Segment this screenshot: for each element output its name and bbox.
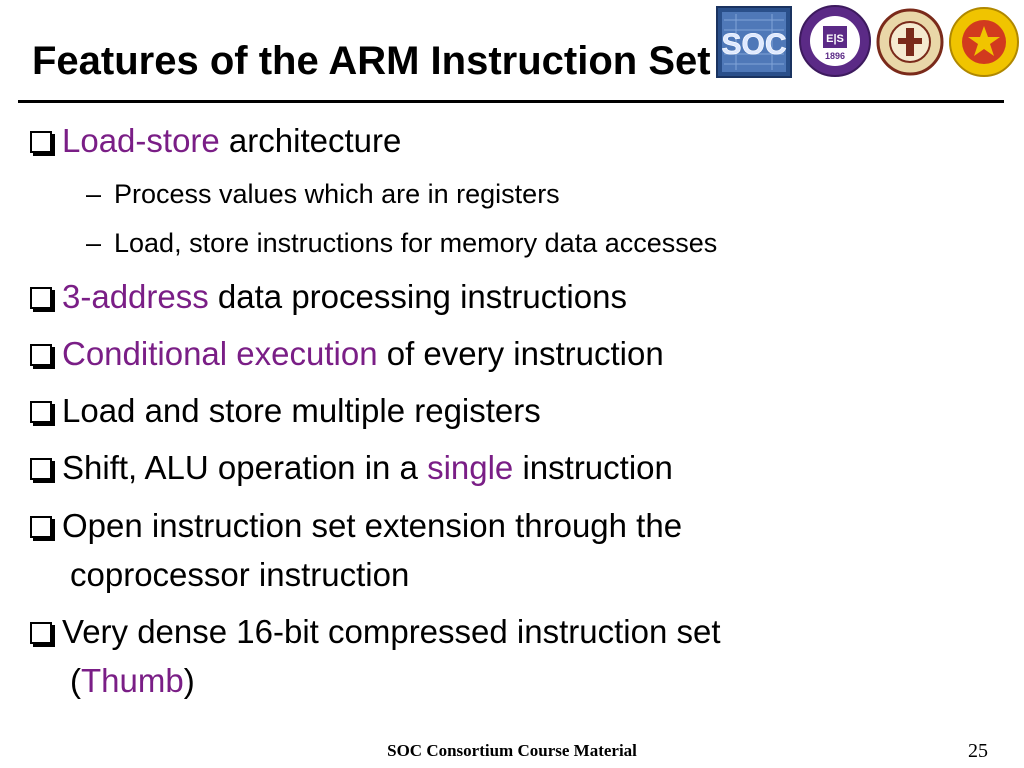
university-emblem-red: [876, 8, 944, 76]
bullet-load-store: Load-store architecture: [30, 117, 401, 165]
logo-strip: SOC E|S 1896: [716, 4, 1022, 82]
svg-text:SOC: SOC: [721, 28, 786, 61]
checkbox-bullet-icon: [30, 516, 52, 538]
bullet-thumb: Very dense 16-bit compressed instruction…: [30, 608, 721, 656]
bullet-3-address: 3-address data processing instructions: [30, 273, 627, 321]
footer-text: SOC Consortium Course Material: [387, 741, 637, 760]
bullet-conditional-execution: Conditional execution of every instructi…: [30, 330, 664, 378]
checkbox-bullet-icon: [30, 401, 52, 423]
svg-text:1896: 1896: [825, 51, 845, 61]
soc-logo: SOC: [716, 6, 792, 78]
dash-icon: –: [86, 179, 102, 209]
dash-icon: –: [86, 228, 102, 258]
bullet-open-instruction-set-line2: coprocessor instruction: [70, 556, 410, 593]
university-emblem-purple: E|S 1896: [799, 5, 871, 77]
checkbox-bullet-icon: [30, 287, 52, 309]
page-number: 25: [968, 740, 988, 762]
bullet-thumb-line2: (Thumb): [70, 662, 195, 699]
bullet-open-instruction-set: Open instruction set extension through t…: [30, 502, 682, 550]
checkbox-bullet-icon: [30, 458, 52, 480]
university-emblem-orange: [949, 7, 1019, 77]
bullet-shift-alu: Shift, ALU operation in a single instruc…: [30, 444, 673, 492]
slide-title: Features of the ARM Instruction Set: [32, 39, 711, 83]
checkbox-bullet-icon: [30, 622, 52, 644]
title-underline: [18, 100, 1004, 103]
checkbox-bullet-icon: [30, 344, 52, 366]
subbullet-process-values: –Process values which are in registers: [86, 174, 560, 214]
svg-text:E|S: E|S: [826, 33, 844, 45]
checkbox-bullet-icon: [30, 131, 52, 153]
subbullet-load-store-instructions: –Load, store instructions for memory dat…: [86, 223, 717, 263]
bullet-load-store-multiple: Load and store multiple registers: [30, 387, 541, 435]
